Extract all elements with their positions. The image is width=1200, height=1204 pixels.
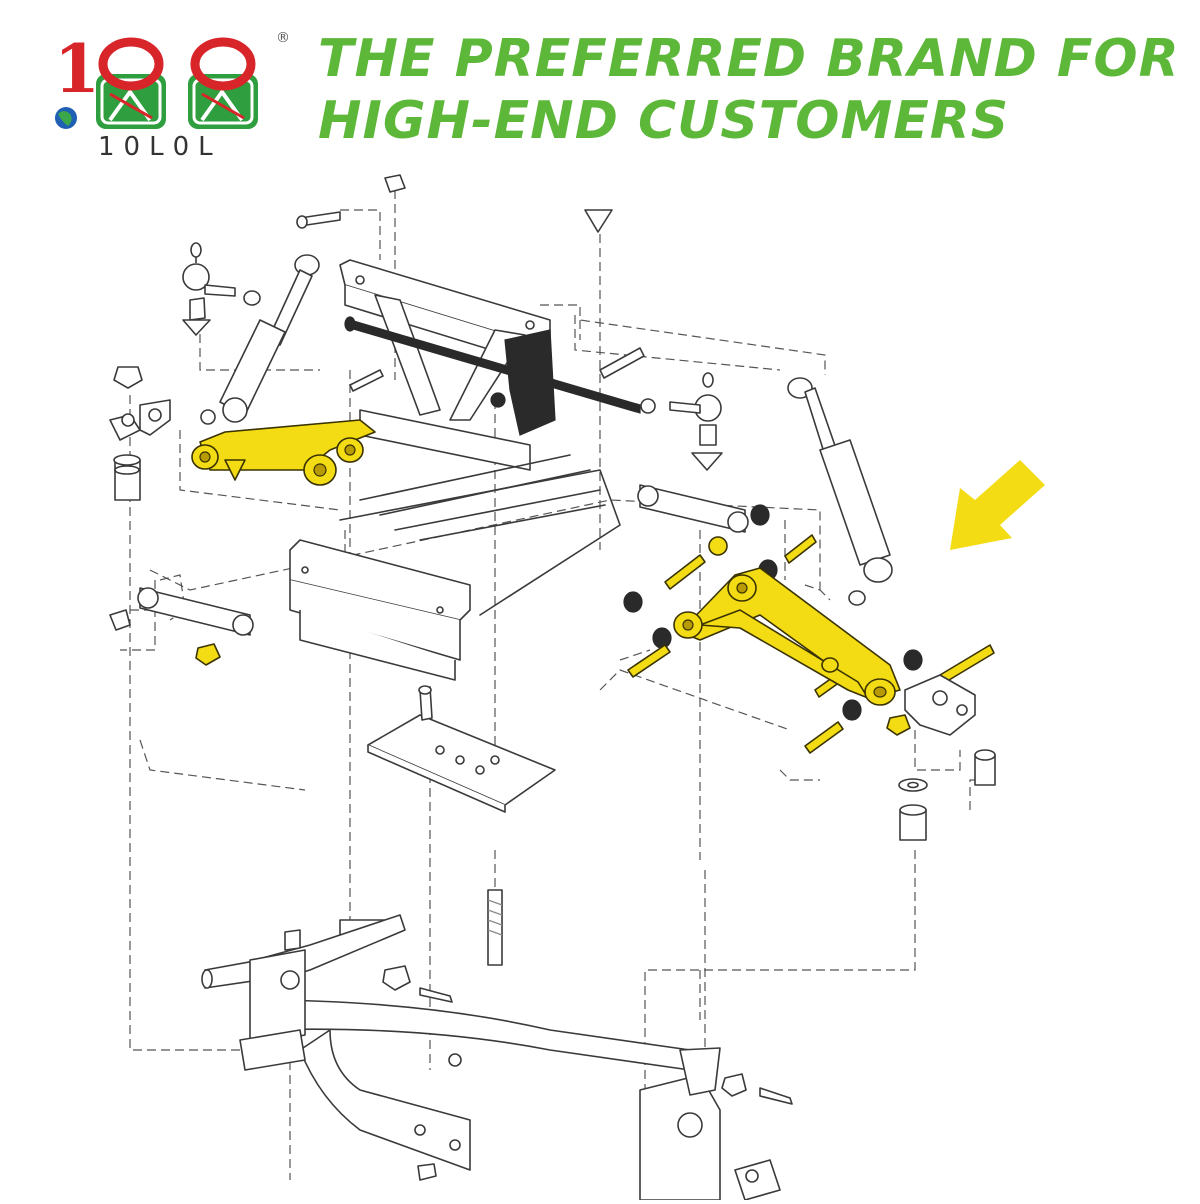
svg-text:1: 1 <box>54 30 100 108</box>
right-hardware <box>898 749 996 841</box>
right-tie-rod-end <box>640 372 723 471</box>
brand-logo-mark: 1 ® 10L0L <box>54 30 290 162</box>
logo-wordmark: 10L0L <box>98 132 222 162</box>
right-bushings <box>623 504 923 721</box>
center-mounting-plate <box>367 685 556 813</box>
brand-logo: 1 ® 10L0L <box>48 22 298 162</box>
page-header: 1 ® 10L0L THE PREFERRED BRAND FOR HIGH-E… <box>0 0 1200 175</box>
registered-mark: ® <box>276 30 290 46</box>
pivot-rod <box>344 316 641 414</box>
left-hardware <box>109 366 171 631</box>
right-strut-link <box>637 484 749 533</box>
left-tie-rod-end <box>182 242 261 336</box>
left-shock-absorber <box>219 254 320 423</box>
right-mounting-bracket <box>904 674 976 736</box>
castle-nuts-and-cotter-pins <box>382 965 793 1181</box>
upper-frame-crossmember <box>339 259 556 471</box>
suspension-exploded-diagram <box>0 170 1200 1201</box>
right-spindle-knuckle <box>639 1047 781 1201</box>
left-strut-link <box>137 587 254 636</box>
long-bolt <box>487 889 503 966</box>
yellow-arrow-pointer-icon <box>950 460 1045 550</box>
tagline: THE PREFERRED BRAND FOR HIGH-END CUSTOME… <box>318 28 1188 152</box>
front-axle-beam <box>254 914 691 1171</box>
lower-frame-plate <box>289 454 621 681</box>
top-bolts <box>200 174 645 425</box>
right-lower-control-arm <box>673 567 901 706</box>
tagline-line-2: HIGH-END CUSTOMERS <box>318 91 1010 151</box>
left-nut-highlighted <box>195 643 221 666</box>
right-nut-highlighted <box>886 714 911 736</box>
left-spindle-knuckle <box>201 929 306 1071</box>
left-lower-control-arm <box>191 419 376 486</box>
tagline-line-1: THE PREFERRED BRAND FOR <box>318 29 1180 89</box>
right-shock-absorber <box>787 377 893 606</box>
exploded-view-drawing <box>109 174 1045 1201</box>
